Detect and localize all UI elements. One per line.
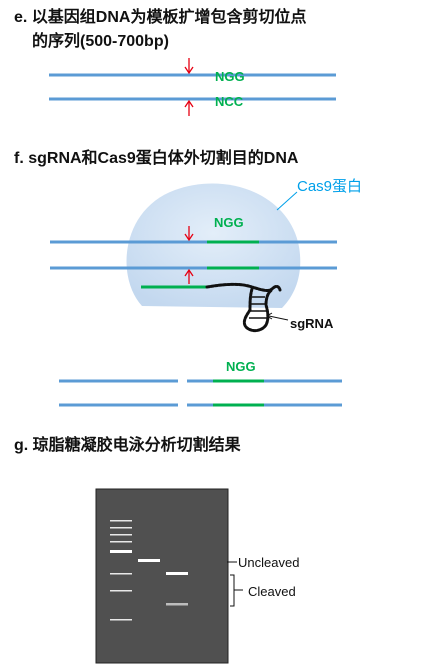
- ladder-band: [110, 527, 132, 529]
- pam-label-ncc: NCC: [215, 94, 244, 109]
- gel-annotations: Uncleaved Cleaved: [227, 555, 299, 607]
- ladder-band: [110, 541, 132, 543]
- cleaved-lane-lower-band: [166, 603, 188, 606]
- ladder-band: [110, 520, 132, 522]
- section-f-title: f. sgRNA和Cas9蛋白体外切割目的DNA: [14, 150, 299, 167]
- cleaved-bracket: [230, 574, 243, 607]
- cleaved-dna-products: NGG: [59, 359, 342, 407]
- section-e-dna: NGG NCC: [49, 58, 336, 116]
- uncleaved-label: Uncleaved: [238, 555, 299, 570]
- cas9-protein-shape: [126, 183, 301, 308]
- section-e-title-line2: 的序列(500-700bp): [32, 33, 169, 50]
- section-e-title-line1: e. 以基因组DNA为模板扩增包含剪切位点: [14, 9, 307, 26]
- gel-background: [95, 488, 229, 664]
- gel-image: [95, 488, 229, 664]
- sgrna-scaffold: [205, 282, 282, 333]
- sgrna-pointer-line: [268, 315, 289, 321]
- ladder-lane: [110, 520, 132, 621]
- pam-label-ngg-cleaved: NGG: [226, 359, 256, 374]
- ladder-band: [110, 590, 132, 592]
- ladder-band-bright: [110, 550, 132, 553]
- cas9-label: Cas9蛋白: [297, 178, 362, 195]
- pam-label-ngg: NGG: [215, 69, 245, 84]
- ladder-band: [110, 573, 132, 575]
- section-f-complex: Cas9蛋白 NGG sgRNA: [50, 178, 362, 333]
- ladder-band: [110, 534, 132, 536]
- pam-label-ngg-complex: NGG: [214, 215, 244, 230]
- ladder-band: [110, 619, 132, 621]
- cleaved-label: Cleaved: [248, 584, 296, 599]
- sgrna-label: sgRNA: [290, 316, 334, 331]
- cas9-pointer-line: [276, 191, 298, 211]
- cleaved-lane-upper-band: [166, 572, 188, 575]
- section-g-title: g. 琼脂糖凝胶电泳分析切割结果: [14, 437, 241, 454]
- uncleaved-lane-band: [138, 559, 160, 562]
